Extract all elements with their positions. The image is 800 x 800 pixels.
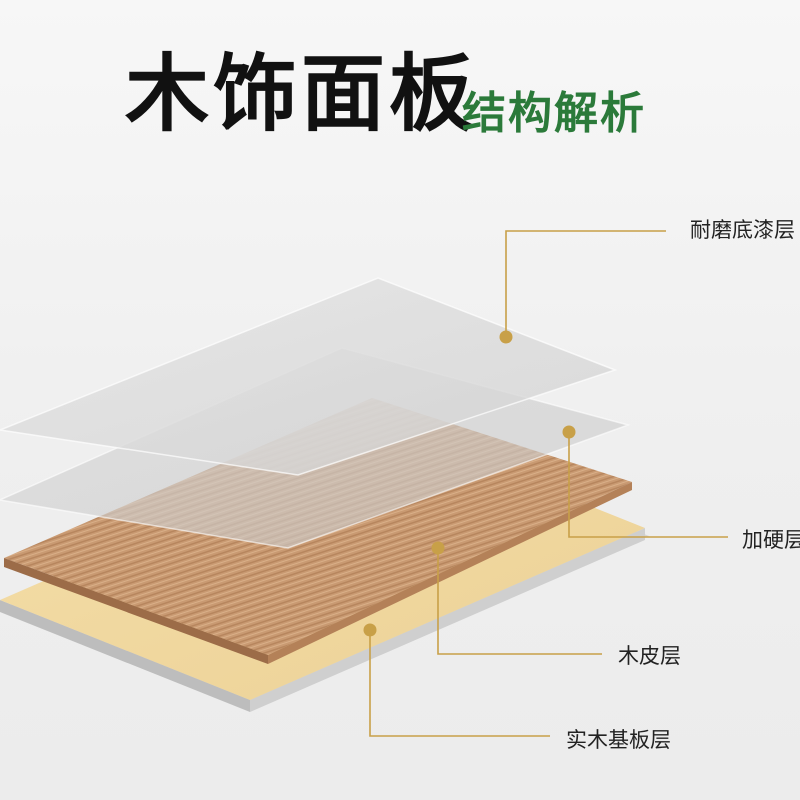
title-main: 木饰面板 bbox=[125, 45, 478, 143]
layer-label-hardened: 加硬层 bbox=[742, 528, 800, 552]
layer-label-veneer: 木皮层 bbox=[618, 644, 681, 668]
callout-dot-0 bbox=[499, 330, 513, 344]
callout-line-3 bbox=[369, 630, 550, 737]
title-sub: 结构解析 bbox=[462, 88, 646, 139]
primer-layer bbox=[0, 277, 618, 476]
callout-lines bbox=[369, 230, 728, 737]
callout-line-2 bbox=[437, 548, 602, 655]
callout-dot-3 bbox=[363, 623, 377, 637]
callout-dot-1 bbox=[562, 425, 576, 439]
callout-dot-2 bbox=[431, 541, 445, 555]
layer-label-substrate: 实木基板层 bbox=[566, 728, 671, 752]
layer-label-primer: 耐磨底漆层 bbox=[690, 218, 795, 242]
callout-line-0 bbox=[505, 230, 666, 337]
callout-dots bbox=[363, 330, 576, 637]
callout-line-1 bbox=[568, 432, 728, 538]
